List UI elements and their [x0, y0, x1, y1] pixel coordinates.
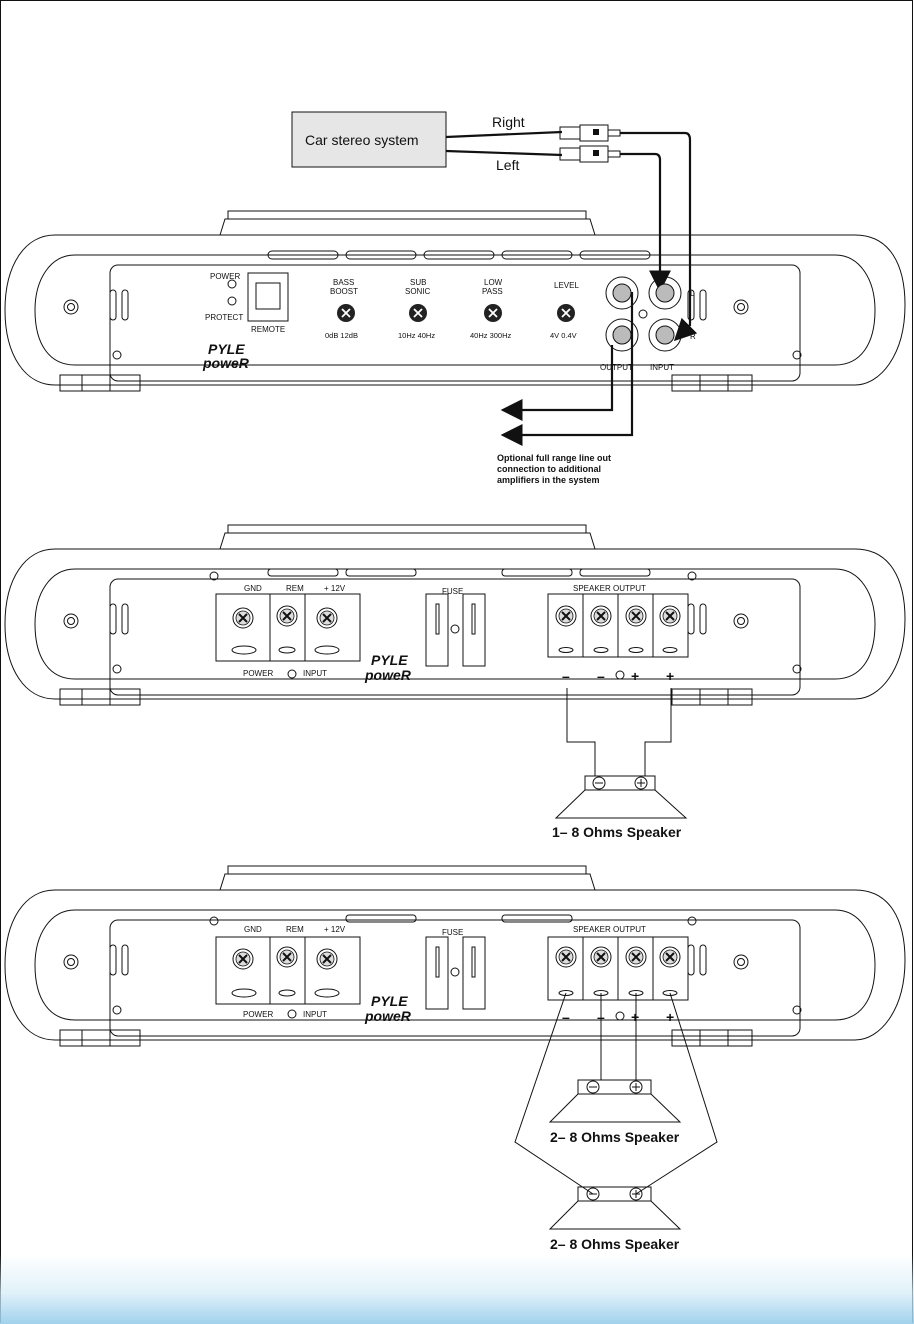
remote-label: REMOTE	[251, 325, 285, 334]
protect-led-label: PROTECT	[205, 313, 243, 322]
speaker-2a-label: 2– 8 Ohms Speaker	[550, 1129, 680, 1145]
input-label: INPUT	[650, 363, 674, 372]
sub-sonic-label-1: SUB	[410, 278, 426, 287]
terminal-plus-2: +	[666, 668, 674, 684]
speaker-2a	[548, 1079, 682, 1123]
speaker-1-label: 1– 8 Ohms Speaker	[552, 824, 682, 840]
terminal-minus-3a: –	[562, 1009, 570, 1025]
brand-bottom-3: poweR	[364, 1008, 412, 1024]
gnd-label: GND	[244, 584, 262, 593]
brand-top-2: PYLE	[371, 652, 408, 668]
fuse-label: FUSE	[442, 587, 463, 596]
amp-panel-input	[4, 210, 906, 392]
terminal-minus-1: –	[562, 668, 570, 684]
speaker-1	[554, 775, 688, 819]
v12-label-3: + 12V	[324, 925, 346, 934]
left-label: Left	[496, 157, 519, 173]
sub-sonic-range: 10Hz 40Hz	[398, 331, 435, 340]
speaker-2b-label: 2– 8 Ohms Speaker	[550, 1236, 680, 1252]
brand-bottom-2: poweR	[364, 667, 412, 683]
footer-decoration	[0, 1254, 914, 1324]
power-led-label: POWER	[210, 272, 240, 281]
input-label-2: INPUT	[303, 669, 327, 678]
bass-boost-label-1: BASS	[333, 278, 354, 287]
speaker-output-label: SPEAKER OUTPUT	[573, 584, 646, 593]
amp-panel-speaker-2	[4, 865, 906, 1047]
brand-bottom: poweR	[202, 355, 250, 371]
rem-label: REM	[286, 584, 304, 593]
right-label: Right	[492, 114, 525, 130]
terminal-plus-3a: +	[631, 1009, 639, 1025]
low-pass-range: 40Hz 300Hz	[470, 331, 512, 340]
output-label: OUTPUT	[600, 363, 633, 372]
input-label-3: INPUT	[303, 1010, 327, 1019]
sub-sonic-label-2: SONIC	[405, 287, 431, 296]
gnd-label-3: GND	[244, 925, 262, 934]
low-pass-label-1: LOW	[484, 278, 503, 287]
brand-top-3: PYLE	[371, 993, 408, 1009]
level-label: LEVEL	[554, 281, 579, 290]
rca-plug-right	[559, 124, 621, 142]
low-pass-label-2: PASS	[482, 287, 503, 296]
fuse-label-3: FUSE	[442, 928, 463, 937]
amp-panel-speaker-1	[4, 524, 906, 706]
l-channel-label: L	[690, 289, 695, 298]
rca-plug-left	[559, 145, 621, 163]
rem-label-3: REM	[286, 925, 304, 934]
line-out-note-3: amplifiers in the system	[497, 475, 600, 485]
car-stereo-label: Car stereo system	[305, 132, 419, 148]
bass-boost-range: 0dB 12dB	[325, 331, 358, 340]
power-label-3: POWER	[243, 1010, 273, 1019]
terminal-plus-3b: +	[666, 1009, 674, 1025]
line-out-note-2: connection to additional	[497, 464, 601, 474]
brand-top: PYLE	[208, 341, 245, 357]
terminal-minus-2: –	[597, 668, 605, 684]
speaker-output-label-3: SPEAKER OUTPUT	[573, 925, 646, 934]
terminal-plus-1: +	[631, 668, 639, 684]
power-label: POWER	[243, 669, 273, 678]
speaker-2b	[548, 1186, 682, 1230]
r-channel-label: R	[690, 332, 696, 341]
v12-label: + 12V	[324, 584, 346, 593]
car-stereo-box	[291, 111, 447, 168]
level-range: 4V 0.4V	[550, 331, 577, 340]
bass-boost-label-2: BOOST	[330, 287, 358, 296]
line-out-note-1: Optional full range line out	[497, 453, 611, 463]
